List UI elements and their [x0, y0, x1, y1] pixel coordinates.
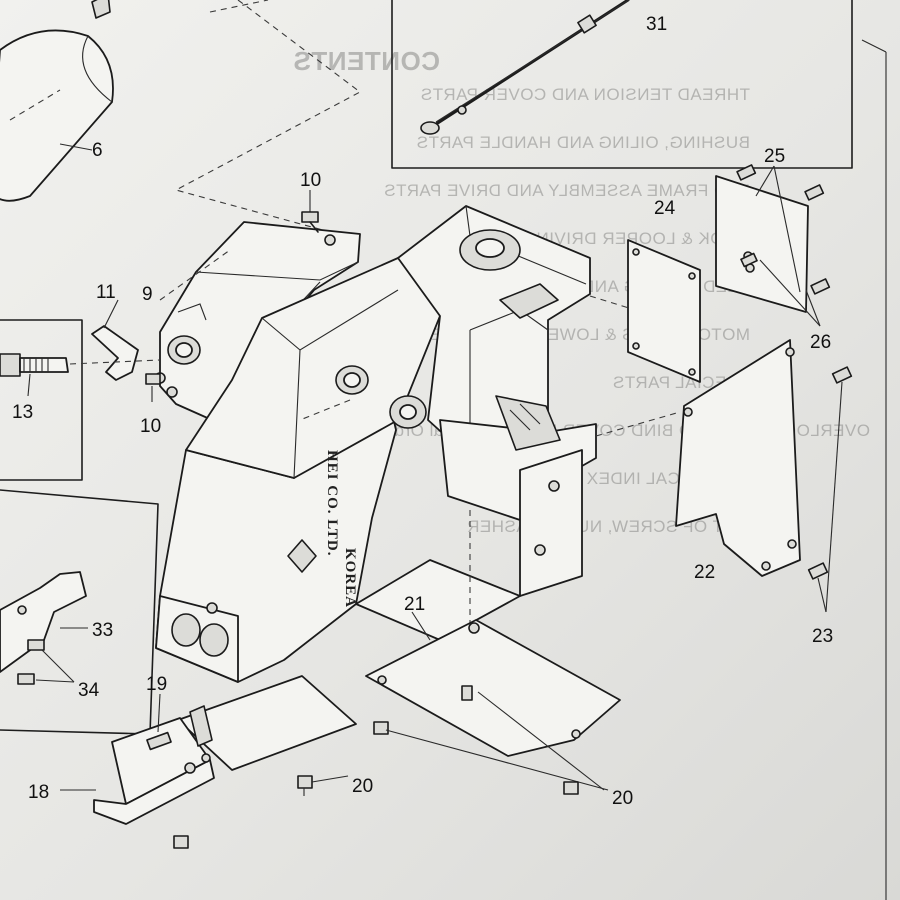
callout-33: 33	[92, 620, 113, 641]
callout-18: 18	[28, 782, 49, 803]
contents-item-1: THREAD TENSION AND COVER PARTS	[420, 85, 750, 104]
part-21-plate	[365, 611, 621, 757]
callout-23: 23	[812, 626, 833, 647]
contents-item-3: BED FRAME ASSEMBLY AND DRIVE PARTS	[384, 181, 750, 200]
part-31-rod	[420, 0, 630, 135]
callout-34: 34	[78, 680, 100, 701]
part-33-bracket	[0, 571, 88, 685]
part-25-plate	[715, 165, 809, 313]
callout-31: 31	[646, 14, 667, 35]
callout-labels: 31 6 10 9 11 13 10 25 24 26 22 23 21 33 …	[12, 14, 833, 809]
callout-11: 11	[96, 282, 116, 303]
callout-21: 21	[404, 594, 425, 615]
callout-22: 22	[694, 562, 715, 583]
part-11-bracket	[91, 299, 139, 381]
screw-10-top	[301, 190, 319, 233]
callout-13: 13	[12, 402, 33, 423]
callout-20-left: 20	[352, 776, 373, 797]
part-13-shaft	[0, 353, 161, 397]
part-24-gasket	[627, 239, 701, 383]
emboss-company: HEI CO. LTD.	[324, 450, 340, 556]
emboss-country: KOREA	[342, 548, 358, 608]
main-frame-body: HEI CO. LTD. KOREA	[155, 205, 597, 683]
callout-25: 25	[764, 146, 785, 167]
screws-23	[807, 366, 853, 613]
contents-title: CONTENTS	[293, 46, 440, 76]
callout-9: 9	[142, 284, 153, 305]
callout-19: 19	[146, 674, 167, 695]
screws-26	[736, 164, 831, 327]
screws-20	[173, 691, 609, 849]
callout-20-right: 20	[612, 788, 633, 809]
part-6-roller	[0, 0, 114, 202]
callout-10-lower: 10	[140, 416, 161, 437]
callout-24: 24	[654, 198, 676, 219]
callout-26: 26	[810, 332, 831, 353]
part-18-bracket	[60, 675, 357, 825]
contents-item-2: BUSHING, OILING AND HANDLE PARTS	[416, 133, 750, 152]
callout-6: 6	[92, 140, 103, 161]
callout-10-top: 10	[300, 170, 321, 191]
contents-item-10: LIST OF SCREW, NUT & WASHER	[467, 517, 750, 536]
part-22-plate	[675, 339, 801, 577]
screw-10-lower	[145, 373, 161, 402]
